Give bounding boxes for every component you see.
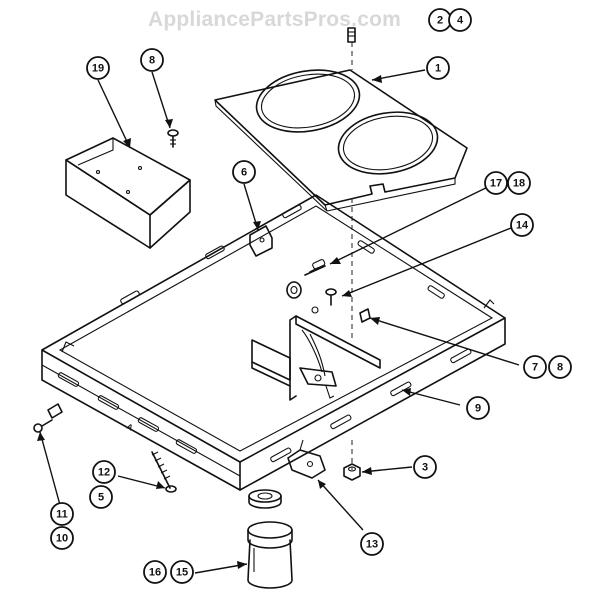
watermark-text: AppliancePartsPros.com [148,8,401,31]
callout-17-label: 17 [490,178,502,190]
callout-13-label: 13 [366,539,378,551]
callout-8-right: 8 [548,355,572,379]
callout-15-label: 15 [176,567,188,579]
callout-10: 10 [50,526,74,550]
center-screw [311,288,337,314]
pan-bracket [249,225,273,257]
side-clip [359,308,371,323]
callout-5-circle [89,485,113,509]
svg-text:A: A [125,422,135,433]
callout-2-label: 2 [437,15,443,27]
nut [343,463,361,481]
callout-16: 16 [143,560,167,584]
callout-1: 1 [426,56,450,80]
side-screw [33,403,63,433]
callout-13: 13 [360,532,384,556]
cooktop-top-plate [214,69,468,212]
callout-16-label: 16 [149,567,161,579]
callout-14-label: 14 [516,220,529,232]
callout-7-circle [523,355,547,379]
callout-5-label: 5 [98,492,104,504]
callout-11-circle [50,502,74,526]
jar [247,489,293,589]
terminal-bracket [251,315,381,401]
lower-bracket [287,439,326,479]
callout-6-circle [232,160,256,184]
callout-13-circle [360,532,384,556]
callout-1-label: 1 [435,63,441,75]
callout-4-label: 4 [457,15,464,27]
switch-assembly [286,259,326,299]
callout-18-circle [507,171,531,195]
callout-14-circle [510,213,534,237]
callout-12-circle [92,460,116,484]
callout-4: 4 [448,8,472,32]
leg-screw [151,451,177,493]
callout-8-right-label: 8 [557,362,563,374]
callout-12: 12 [92,460,116,484]
callout-6: 6 [232,160,256,184]
box-screw [167,129,179,148]
callout-19-circle [86,56,110,80]
callout-12-label: 12 [98,467,110,479]
callout-16-circle [143,560,167,584]
callout-3: 3 [413,455,437,479]
callout-2: 2 [428,8,452,32]
callout-3-circle [413,455,437,479]
leader-lines [37,69,520,574]
callout-9: 9 [466,396,490,420]
callout-19: 19 [86,56,110,80]
callout-18-label: 18 [513,178,525,190]
callout-7-label: 7 [532,362,538,374]
callout-8-top-label: 8 [149,55,155,67]
callout-4-circle [448,8,472,32]
callout-5: 5 [89,485,113,509]
callout-15-circle [170,560,194,584]
callout-8-top: 8 [140,48,164,72]
callout-8-top-circle [140,48,164,72]
callout-19-label: 19 [92,63,104,75]
callout-3-label: 3 [422,462,428,474]
callout-9-label: 9 [475,403,481,415]
base-pan: A [41,194,506,491]
callout-1-circle [426,56,450,80]
callout-18: 18 [507,171,531,195]
callout-9-circle [466,396,490,420]
callout-17: 17 [484,171,508,195]
callout-11-label: 11 [56,509,68,521]
callout-10-circle [50,526,74,550]
junction-box [65,137,191,249]
top-screw [347,27,356,70]
callout-7: 7 [523,355,547,379]
callout-8-right-circle [548,355,572,379]
callout-14: 14 [510,213,534,237]
callout-labels: 2 4 1 19 8 6 17 18 14 7 8 9 3 12 5 11 10 13 16 15 [50,8,572,584]
callout-10-label: 10 [56,533,68,545]
callout-6-label: 6 [241,167,247,179]
callout-11: 11 [50,502,74,526]
callout-17-circle [484,171,508,195]
callout-15: 15 [170,560,194,584]
